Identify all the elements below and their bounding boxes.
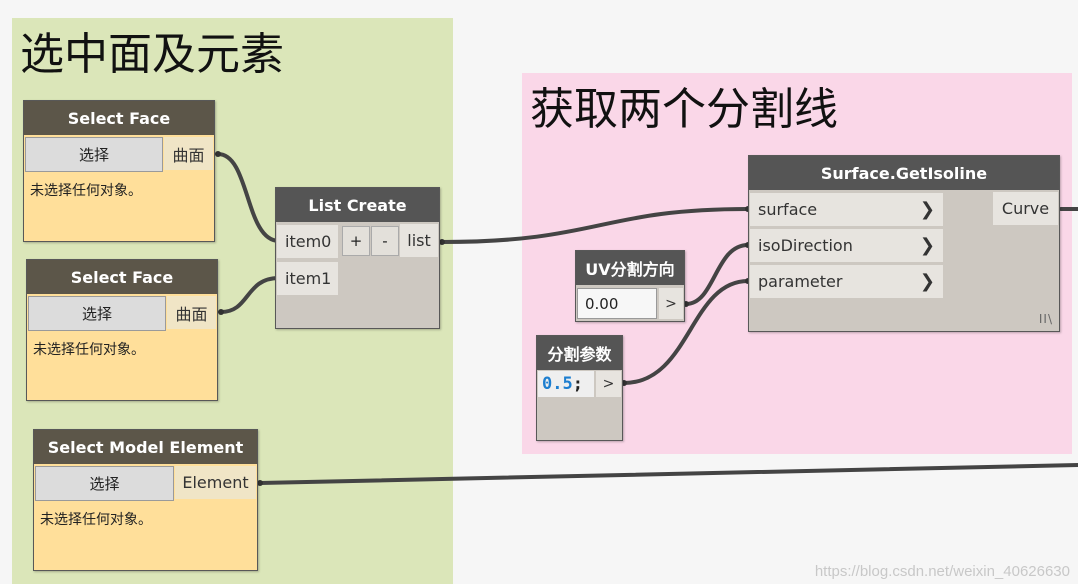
node-title[interactable]: Select Model Element — [34, 430, 257, 464]
watermark: https://blog.csdn.net/weixin_40626630 — [814, 563, 1070, 580]
node-select-model-element[interactable]: Select Model Element 选择 Element 未选择任何对象。 — [33, 429, 258, 571]
select-button[interactable]: 选择 — [35, 466, 174, 501]
node-title[interactable]: Surface.GetIsoline — [749, 156, 1059, 190]
status-text: 未选择任何对象。 — [40, 512, 152, 528]
port-label: isoDirection — [758, 236, 853, 255]
output-port-list[interactable]: list — [400, 224, 438, 257]
wire-param-to-parameter — [622, 279, 750, 385]
node-list-create[interactable]: List Create item0 item1 + - list — [275, 187, 440, 329]
input-port-item0[interactable]: item0 — [277, 225, 338, 258]
chevron-right-icon: ❯ — [919, 235, 935, 256]
chevron-right-icon: ❯ — [919, 199, 935, 220]
select-button[interactable]: 选择 — [28, 296, 166, 331]
code-semicolon: ; — [572, 374, 583, 394]
output-port-element[interactable]: Element — [175, 466, 256, 499]
add-input-button[interactable]: + — [342, 226, 370, 256]
select-button[interactable]: 选择 — [25, 137, 163, 172]
node-split-parameter[interactable]: 分割参数 0.5 ; > — [536, 335, 623, 441]
node-surface-getisoline[interactable]: Surface.GetIsoline surface ❯ isoDirectio… — [748, 155, 1060, 332]
node-title[interactable]: List Create — [276, 188, 439, 222]
port-label: parameter — [758, 272, 843, 291]
lacing-indicator[interactable]: II\ — [1038, 312, 1053, 326]
status-text: 未选择任何对象。 — [33, 342, 145, 358]
code-number: 0.5 — [542, 374, 573, 394]
node-select-face-1[interactable]: Select Face 选择 曲面 未选择任何对象。 — [23, 100, 215, 242]
input-port-isodirection[interactable]: isoDirection ❯ — [750, 229, 943, 262]
input-port-parameter[interactable]: parameter ❯ — [750, 265, 943, 298]
wire-face2-to-item1 — [219, 276, 281, 314]
node-uv-direction[interactable]: UV分割方向 0.00 > — [575, 250, 685, 322]
node-title[interactable]: Select Face — [27, 260, 217, 294]
remove-input-button[interactable]: - — [371, 226, 399, 256]
wire-list-to-surface — [440, 207, 750, 244]
input-port-surface[interactable]: surface ❯ — [750, 193, 943, 226]
code-block-input[interactable]: 0.5 ; — [538, 371, 594, 397]
wire-uv-to-isodirection — [684, 243, 750, 306]
wire-face1-to-item0 — [216, 152, 281, 243]
port-label: surface — [758, 200, 818, 219]
input-port-item1[interactable]: item1 — [277, 262, 338, 295]
node-title[interactable]: 分割参数 — [537, 336, 622, 370]
node-title[interactable]: UV分割方向 — [576, 251, 684, 285]
output-port[interactable]: > — [596, 371, 621, 397]
output-port-surface[interactable]: 曲面 — [167, 296, 216, 329]
output-port-curve[interactable]: Curve — [993, 192, 1058, 225]
group-title-split: 获取两个分割线 — [530, 84, 838, 135]
chevron-right-icon: ❯ — [919, 271, 935, 292]
wire-element-out — [258, 463, 1078, 485]
status-text: 未选择任何对象。 — [30, 183, 142, 199]
number-input[interactable]: 0.00 — [577, 288, 657, 319]
group-title-select: 选中面及元素 — [20, 29, 284, 80]
output-port-surface[interactable]: 曲面 — [164, 137, 213, 170]
output-port[interactable]: > — [659, 288, 683, 319]
node-title[interactable]: Select Face — [24, 101, 214, 135]
node-select-face-2[interactable]: Select Face 选择 曲面 未选择任何对象。 — [26, 259, 218, 401]
